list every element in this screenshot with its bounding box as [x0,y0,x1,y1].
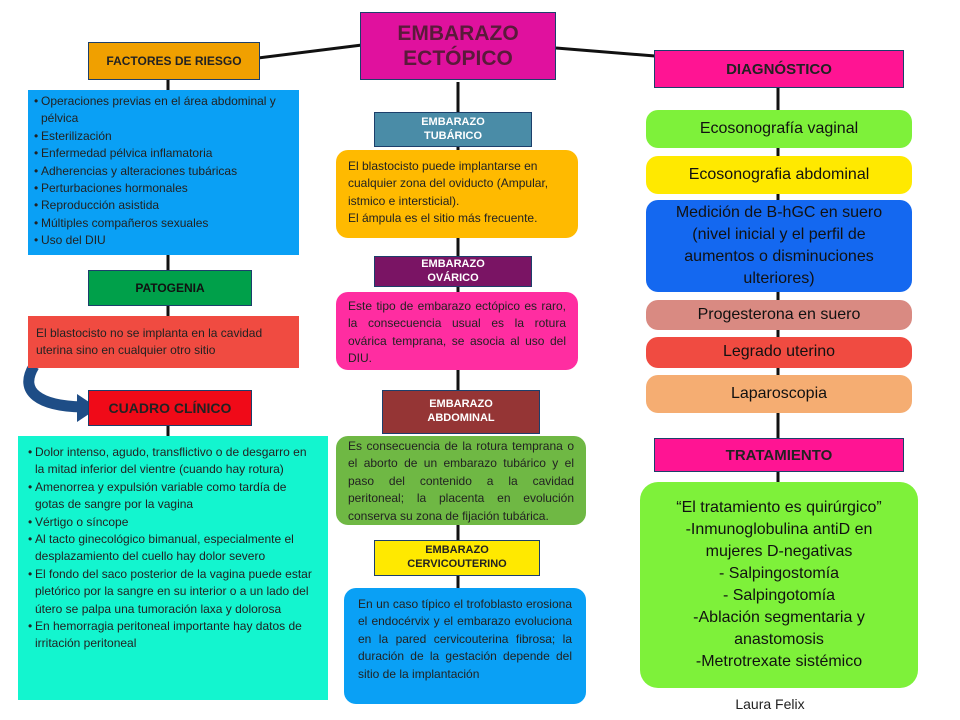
cervicouterino-header: EMBARAZO CERVICOUTERINO [374,540,540,576]
diag-item-label: Laparoscopia [730,384,828,402]
cuadro-clinico-header: CUADRO CLÍNICO [88,390,252,426]
diag-item-label: Ecosonografía vaginal [699,119,859,137]
factores-riesgo-box: Operaciones previas en el área abdominal… [28,90,299,255]
factores-riesgo-header: FACTORES DE RIESGO [88,42,260,80]
tratamiento-line: mujeres D-negativas [705,542,853,560]
cervicouterino-title-2: CERVICOUTERINO [407,558,507,570]
tubarico-title-2: TUBÁRICO [423,129,483,142]
tratamiento-line: “El tratamiento es quirúrgico” [676,498,882,516]
tratamiento-line: - Salpingostomía [718,564,840,582]
tratamiento-line: -Metrotrexate sistémico [695,653,863,671]
arrow-head-icon [77,394,98,422]
list-item: Operaciones previas en el área abdominal… [34,93,293,128]
main-title-line-2: ECTÓPICO [403,47,513,70]
ovarico-box: Este tipo de embarazo ectópico es raro, … [336,292,578,370]
tratamiento-line: - Salpingotomía [722,587,836,604]
diag-item-laparoscopia: Laparoscopia [646,375,912,413]
abdominal-box: Es consecuencia de la rotura temprana o … [336,436,586,525]
list-item: Adherencias y alteraciones tubáricas [34,163,293,181]
tratamiento-line: anastomosis [734,631,824,649]
author-credit: Laura Felix [735,696,805,712]
cuadro-clinico-box: Dolor intenso, agudo, transflictivo o de… [18,436,328,700]
cervicouterino-box: En un caso típico el trofoblasto erosion… [344,588,586,704]
curved-arrow-icon [23,363,83,413]
factores-riesgo-list: Operaciones previas en el área abdominal… [34,93,293,250]
list-item: Vértigo o síncope [28,514,318,532]
list-item: En hemorragia peritoneal importante hay … [28,618,318,653]
tratamiento-line: -Inmunoglobulina antiD en [685,520,873,538]
list-item: Esterilización [34,128,293,146]
list-item: Perturbaciones hormonales [34,180,293,198]
diag-item-label: Progesterona en suero [697,305,861,323]
cervicouterino-text: En un caso típico el trofoblasto erosion… [358,597,572,681]
tratamiento-box: “El tratamiento es quirúrgico” -Inmunogl… [640,482,918,688]
patogenia-header: PATOGENIA [88,270,252,306]
ovarico-title-2: OVÁRICO [427,271,479,284]
cervicouterino-title-1: EMBARAZO [425,544,489,557]
diag-item-eco-abdominal: Ecosonografia abdominal [646,156,912,194]
ovarico-title-1: EMBARAZO [421,257,485,270]
tubarico-box: El blastocisto puede implantarse en cual… [336,150,578,238]
tubarico-title-1: EMBARAZO [421,115,485,128]
list-item: El fondo del saco posterior de la vagina… [28,566,318,618]
patogenia-text: El blastocisto no se implanta en la cavi… [36,326,263,358]
diag-item-label: Medición de B-hGC en suero (nivel inicia… [675,203,883,288]
tubarico-header: EMBARAZO TUBÁRICO [374,112,532,147]
factores-riesgo-title: FACTORES DE RIESGO [106,54,242,68]
diagnostico-header: DIAGNÓSTICO [654,50,904,88]
diag-item-legrado: Legrado uterino [646,337,912,368]
ovarico-header: EMBARAZO OVÁRICO [374,256,532,287]
patogenia-box: El blastocisto no se implanta en la cavi… [28,316,299,368]
abdominal-text: Es consecuencia de la rotura temprana o … [348,439,574,523]
diag-item-bhgc: Medición de B-hGC en suero (nivel inicia… [646,200,912,292]
ovarico-text: Este tipo de embarazo ectópico es raro, … [348,299,566,366]
diag-item-label: Legrado uterino [722,343,836,361]
tubarico-text-2: El ámpula es el sitio más frecuente. [348,211,538,226]
diag-item-label: Ecosonografia abdominal [688,165,870,183]
list-item: Uso del DIU [34,232,293,250]
diag-item-eco-vaginal: Ecosonografía vaginal [646,110,912,148]
patogenia-title: PATOGENIA [135,281,205,295]
tratamiento-line: -Ablación segmentaria y [693,609,865,627]
list-item: Amenorrea y expulsión variable como tard… [28,479,318,514]
main-title-line-1: EMBARAZO [397,21,519,45]
main-title: EMBARAZO ECTÓPICO [360,12,556,80]
tubarico-text-1: El blastocisto puede implantarse en cual… [348,159,549,208]
cuadro-clinico-title: CUADRO CLÍNICO [108,400,232,416]
abdominal-header: EMBARAZO ABDOMINAL [382,390,540,434]
diagnostico-title: DIAGNÓSTICO [726,60,832,78]
list-item: Dolor intenso, agudo, transflictivo o de… [28,444,318,479]
list-item: Reproducción asistida [34,197,293,215]
diag-item-progesterona: Progesterona en suero [646,300,912,330]
list-item: Enfermedad pélvica inflamatoria [34,145,293,163]
cuadro-clinico-list: Dolor intenso, agudo, transflictivo o de… [28,444,318,653]
abdominal-title-2: ABDOMINAL [427,412,495,424]
list-item: Al tacto ginecológico bimanual, especial… [28,531,318,566]
list-item: Múltiples compañeros sexuales [34,215,293,233]
abdominal-title-1: EMBARAZO [429,398,493,411]
tratamiento-header: TRATAMIENTO [654,438,904,472]
tratamiento-title: TRATAMIENTO [725,446,833,464]
